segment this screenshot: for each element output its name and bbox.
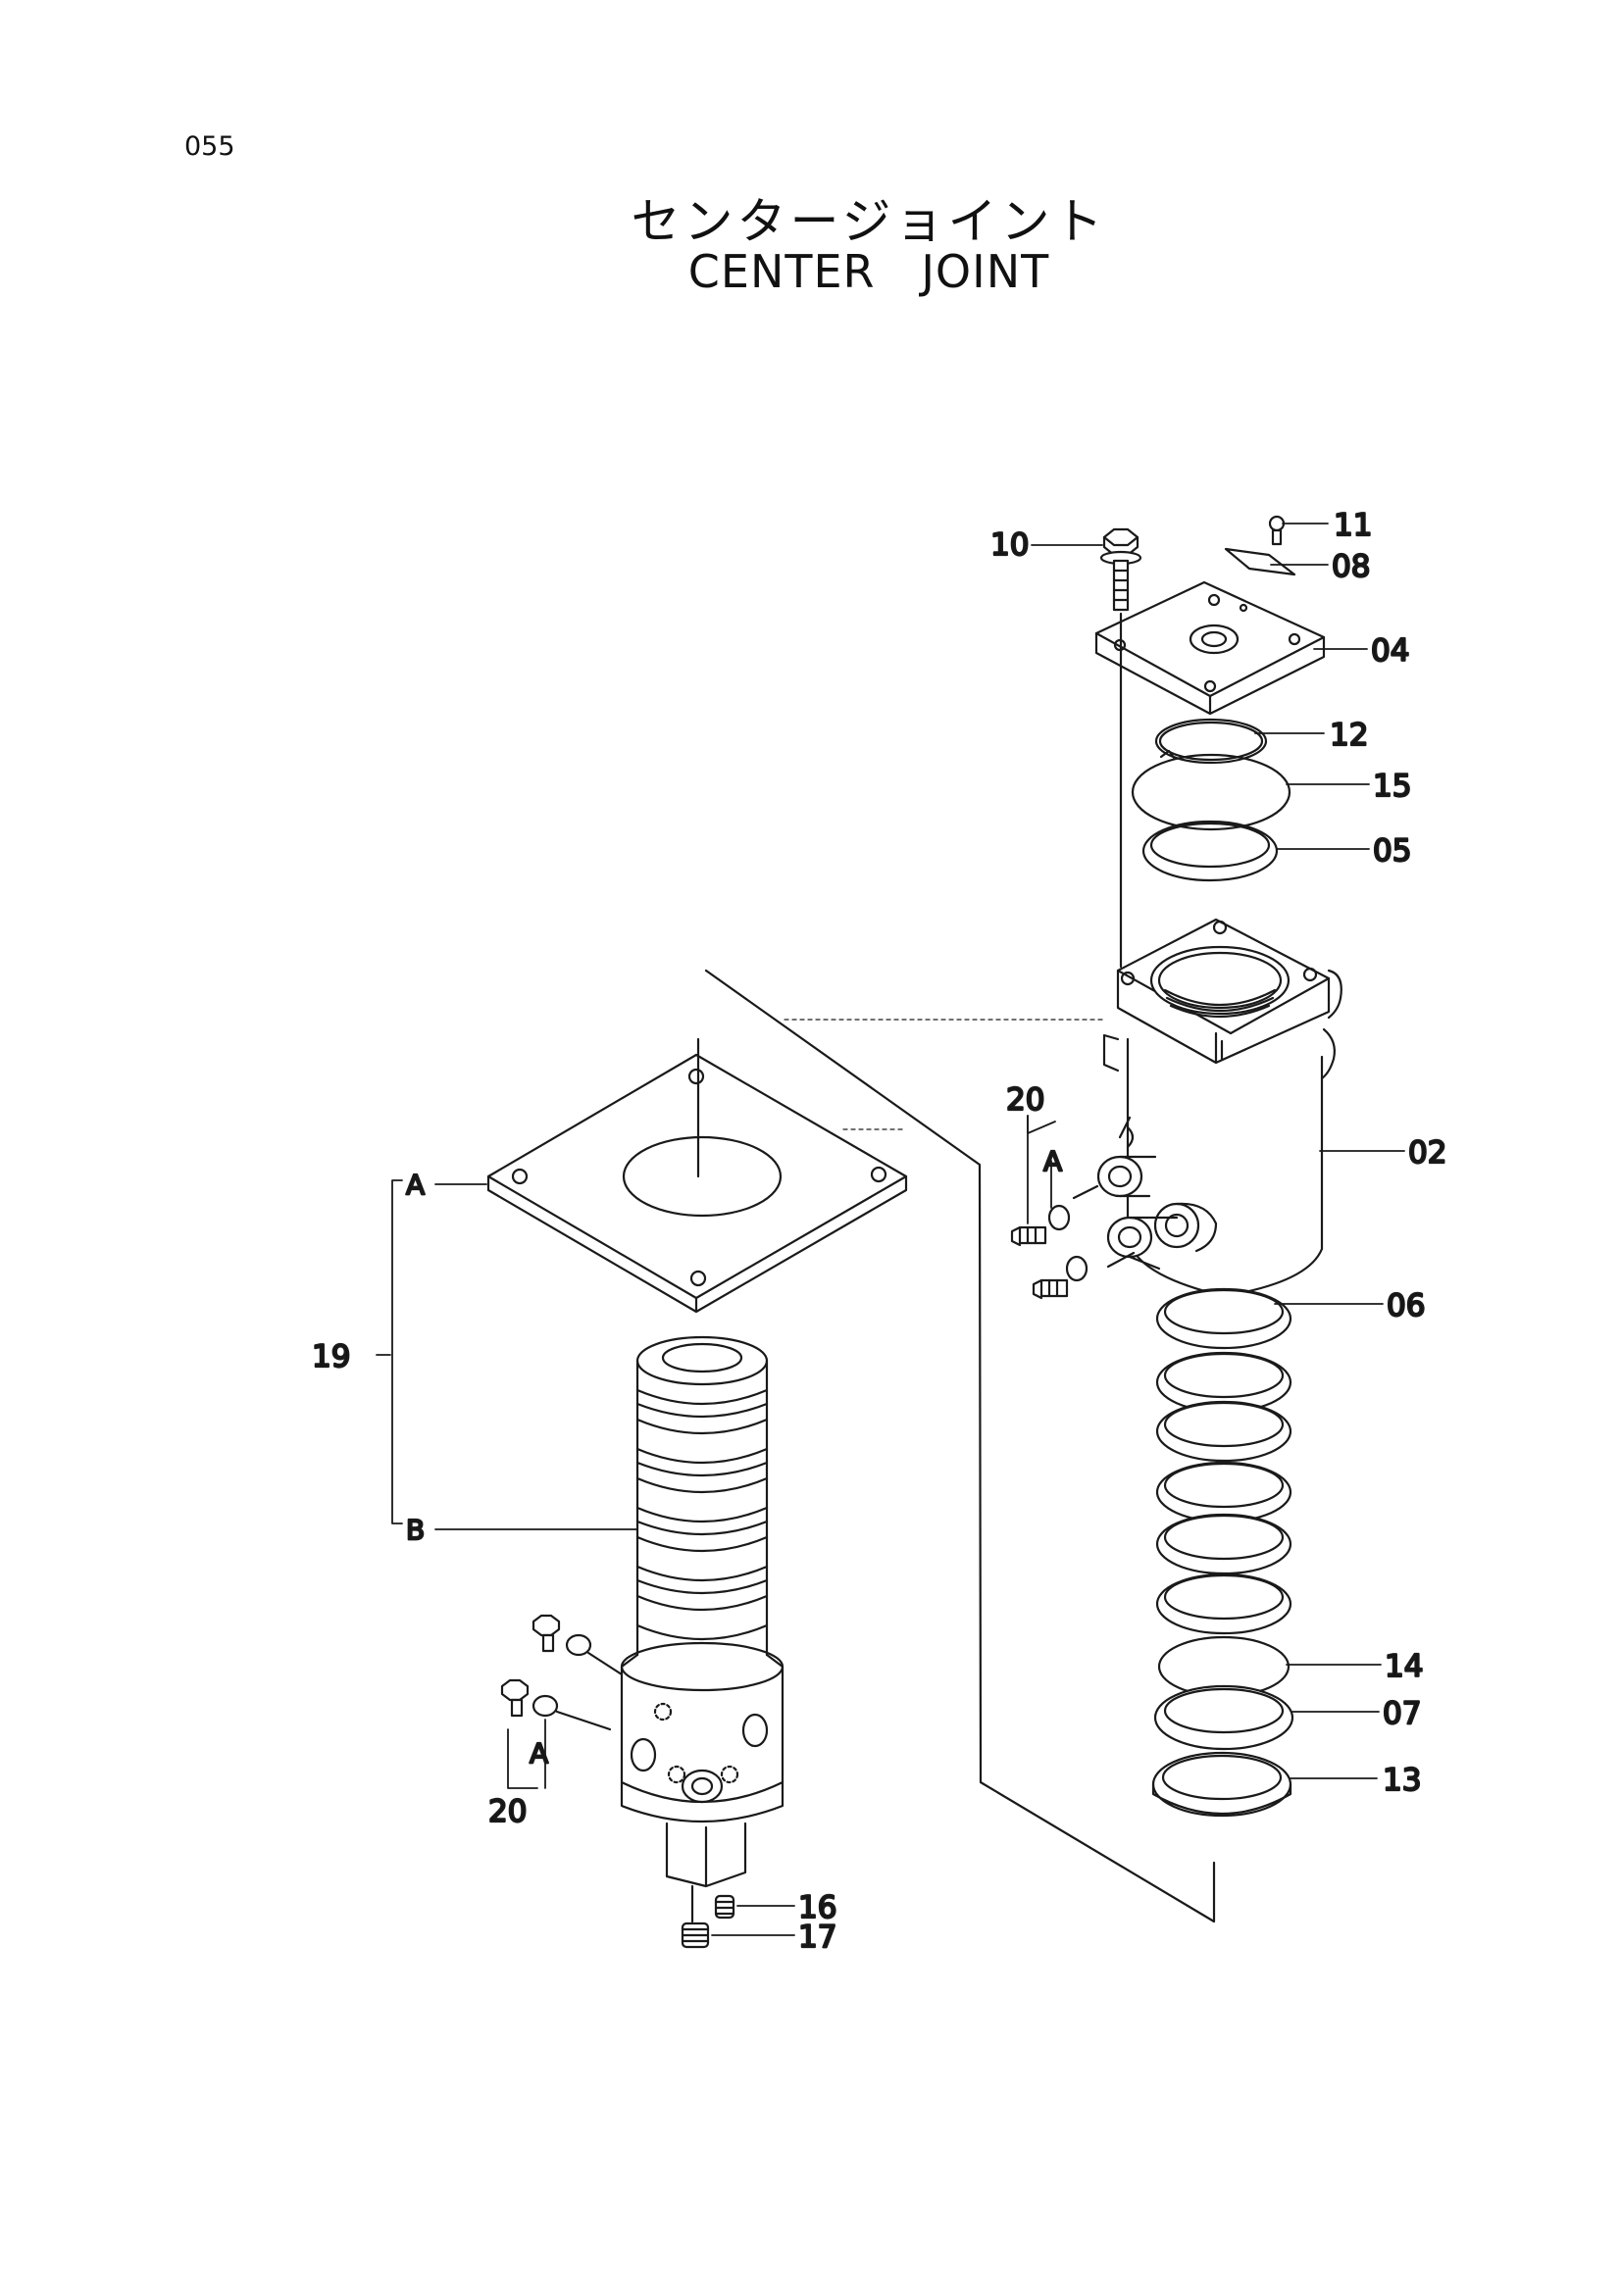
leader-lines [376,523,1405,1936]
plate-08-part [1224,547,1296,576]
label-a-left-low: A [530,1737,548,1770]
label-12: 12 [1330,718,1368,753]
label-a-right: A [1043,1145,1062,1177]
label-05: 05 [1373,833,1411,869]
assembly-axis-line [704,969,1216,1923]
label-10: 10 [990,527,1029,563]
label-02: 02 [1408,1135,1446,1171]
ring-07-part [1153,1684,1294,1751]
plug-17-part [681,1922,710,1949]
label-08: 08 [1332,549,1370,584]
label-04: 04 [1371,633,1409,669]
seal-stack-06-part [1155,1287,1292,1635]
label-07: 07 [1383,1696,1421,1731]
page-number: 055 [184,131,235,162]
label-b-left: B [406,1514,425,1546]
bolt-20-right-part [1010,1184,1136,1300]
screw-11-part [1268,515,1286,546]
label-20-left: 20 [488,1794,527,1829]
label-15: 15 [1373,769,1411,804]
label-06: 06 [1387,1288,1425,1323]
label-16: 16 [798,1890,836,1925]
label-13: 13 [1383,1763,1421,1798]
bolt-20-left-part [500,1614,624,1731]
label-a-left: A [406,1169,425,1201]
label-20-right: 20 [1006,1082,1044,1118]
title-japanese: センタージョイント [631,193,1107,250]
cover-04-part [1094,580,1326,716]
snap-ring-12-part [1154,718,1268,765]
title-english: CENTER JOINT [687,245,1050,298]
ring-05-part [1141,820,1279,882]
spindle-19b-part [620,1335,785,1888]
body-02-part [1096,918,1342,1298]
label-17: 17 [798,1920,836,1955]
label-19: 19 [312,1339,350,1374]
bolt-10-part [1099,527,1142,612]
label-11: 11 [1334,508,1372,543]
assembly-dashed-line [784,1019,1103,1130]
o-ring-15-part [1131,753,1291,831]
plug-16-part [714,1894,735,1920]
ring-13-part [1151,1751,1292,1818]
label-14: 14 [1385,1649,1423,1684]
